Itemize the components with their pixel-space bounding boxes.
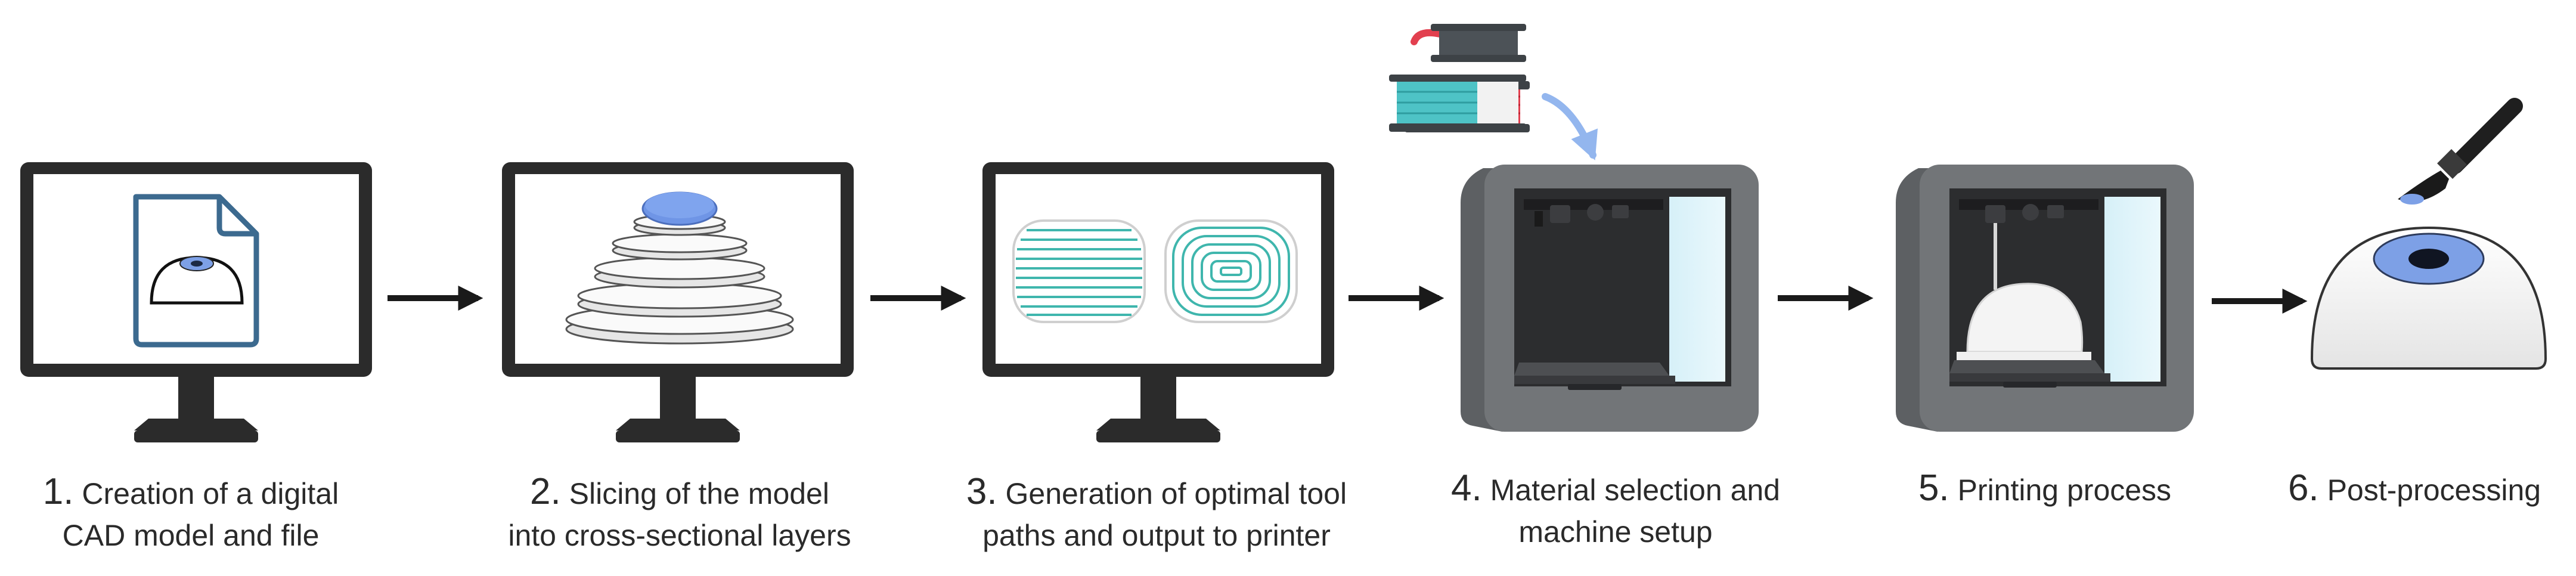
step-3-caption: 3. Generation of optimal tool paths and … xyxy=(936,471,1377,556)
toolpath-contour-icon xyxy=(1164,219,1298,323)
paintbrush-icon xyxy=(2398,98,2523,205)
post-processing-eye-dome xyxy=(2310,226,2547,370)
step-5-number: 5. xyxy=(1918,467,1949,509)
step-2-line-2: into cross-sectional layers xyxy=(508,519,851,552)
step-2-line-1: Slicing of the model xyxy=(569,477,829,510)
step-1-line-1: Creation of a digital xyxy=(82,477,339,510)
filament-spools-icon xyxy=(1389,24,1530,132)
step-3-number: 3. xyxy=(966,471,997,512)
step-5-line-1: Printing process xyxy=(1957,473,2172,507)
step-6-caption: 6. Post-processing xyxy=(2265,467,2563,511)
step-1-caption: 1. Creation of a digital CAD model and f… xyxy=(6,471,376,556)
step-4-caption: 4. Material selection and machine setup xyxy=(1419,467,1812,553)
step-6-number: 6. xyxy=(2287,467,2319,509)
step-5-caption: 5. Printing process xyxy=(1860,467,2230,511)
step-4-number: 4. xyxy=(1450,467,1482,509)
toolpath-raster-icon xyxy=(1012,219,1146,323)
step-3-line-2: paths and output to printer xyxy=(982,519,1331,552)
sliced-layers-icon xyxy=(565,191,794,345)
step-2-caption: 2. Slicing of the model into cross-secti… xyxy=(477,471,882,556)
step-3-line-1: Generation of optimal tool xyxy=(1005,477,1347,510)
step-6-line-1: Post-processing xyxy=(2327,473,2541,507)
step-4-line-1: Material selection and xyxy=(1490,473,1780,507)
feed-arrow xyxy=(1542,93,1598,160)
step-4-line-2: machine setup xyxy=(1518,515,1713,549)
flow-arrows xyxy=(388,286,2308,314)
step-1-number: 1. xyxy=(42,471,74,512)
printer-1 xyxy=(1461,165,1759,432)
cad-file-icon xyxy=(133,194,259,348)
printer-2 xyxy=(1896,165,2194,432)
step-2-number: 2. xyxy=(530,471,561,512)
step-1-line-2: CAD model and file xyxy=(62,519,320,552)
